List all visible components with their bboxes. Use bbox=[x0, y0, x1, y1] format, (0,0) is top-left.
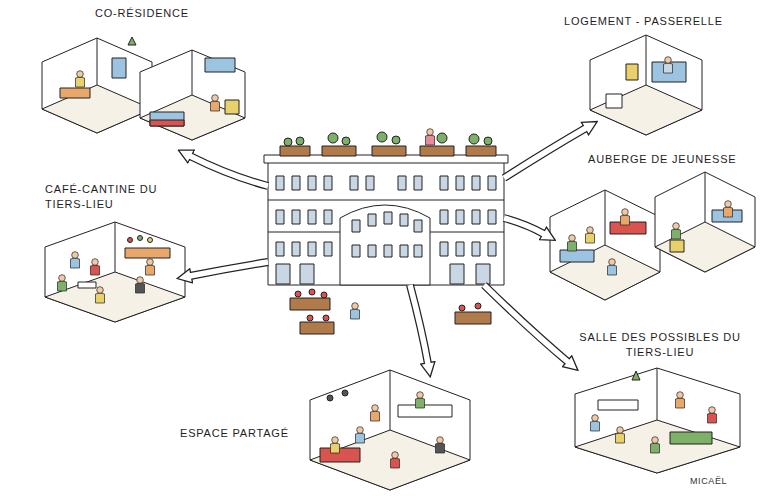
room-heading: CO-RÉSIDENCE bbox=[95, 6, 245, 21]
room-heading: AUBERGE DE JEUNESSE bbox=[588, 152, 756, 167]
signature: MICAËL bbox=[690, 476, 727, 486]
room-heading: SALLE DES POSSIBLES DU TIERS-LIEU bbox=[575, 330, 745, 360]
room-heading: LOGEMENT - PASSERELLE bbox=[564, 14, 752, 29]
room-node: LOGEMENT - PASSERELLE bbox=[560, 8, 752, 138]
room-node: CAFÉ-CANTINE DU TIERS-LIEU bbox=[42, 180, 192, 325]
room-node: AUBERGE DE JEUNESSE bbox=[548, 150, 758, 302]
room-node: SALLE DES POSSIBLES DU TIERS-LIEU bbox=[572, 328, 748, 492]
room-heading: CAFÉ-CANTINE DU TIERS-LIEU bbox=[45, 182, 185, 212]
room-node: ESPACE PARTAGÉ bbox=[176, 368, 476, 492]
room-heading: ESPACE PARTAGÉ bbox=[180, 426, 308, 441]
room-node: CO-RÉSIDENCE bbox=[40, 4, 250, 142]
